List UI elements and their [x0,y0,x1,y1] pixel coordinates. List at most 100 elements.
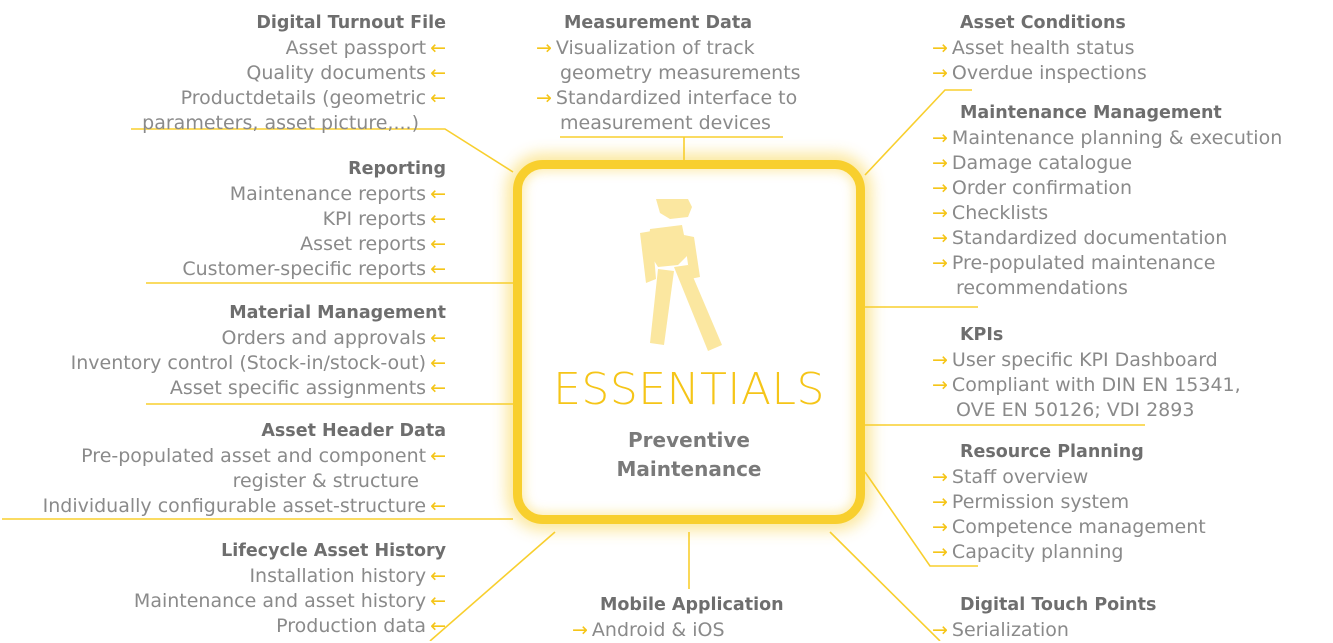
item-user-specific-kpi-dashboard: →User specific KPI Dashboard [932,349,1218,371]
arrow-right-icon: → [536,37,552,59]
heading-resource-planning: Resource Planning [960,442,1144,462]
item-customer-specific-reports: Customer-specific reports← [182,258,446,280]
connector-resource-planning [864,471,978,567]
arrow-left-icon: ← [430,327,446,349]
item-compliant-with-din-continued: OVE EN 50126; VDI 2893 [956,399,1195,421]
item-productdetails-continued: parameters, asset picture,...) [142,112,419,134]
heading-maintenance-management: Maintenance Management [960,103,1222,123]
arrow-left-icon: ← [430,495,446,517]
item-standardized-interface-continued: measurement devices [560,112,771,134]
group-asset-header-data: Asset Header Data Pre-populated asset an… [43,418,446,519]
item-pre-populated-asset: Pre-populated asset and component← [81,445,446,467]
item-maintenance-and-asset-history: Maintenance and asset history← [133,590,446,612]
arrow-right-icon: → [536,87,552,109]
arrow-right-icon: → [572,619,588,641]
item-standardized-documentation: →Standardized documentation [932,227,1228,249]
item-order-confirmation: →Order confirmation [932,177,1133,199]
item-orders-and-approvals: Orders and approvals← [221,327,447,349]
item-permission-system: →Permission system [932,491,1130,513]
arrow-right-icon: → [932,37,948,59]
center-subtitle-line2: Maintenance [616,457,762,481]
arrow-right-icon: → [932,349,948,371]
arrow-left-icon: ← [430,565,446,587]
item-competence-management: →Competence management [932,516,1206,538]
arrow-right-icon: → [932,202,948,224]
arrow-right-icon: → [932,374,948,396]
heading-mobile-application: Mobile Application [600,595,784,615]
item-staff-overview: →Staff overview [932,466,1089,488]
arrow-right-icon: → [932,152,948,174]
connector-asset-conditions [864,89,972,176]
arrow-left-icon: ← [430,62,446,84]
arrow-left-icon: ← [430,590,446,612]
arrow-left-icon: ← [430,87,446,109]
arrow-right-icon: → [932,177,948,199]
item-visualization-continued: geometry measurements [560,62,801,84]
arrow-left-icon: ← [430,183,446,205]
arrow-right-icon: → [932,516,948,538]
heading-digital-touch-points: Digital Touch Points [960,595,1157,615]
heading-asset-conditions: Asset Conditions [960,13,1126,33]
item-pre-populated-maintenance-continued: recommendations [956,277,1128,299]
item-individually-configurable: Individually configurable asset-structur… [42,495,446,517]
item-serialization: →Serialization [932,619,1069,641]
heading-material-management: Material Management [229,303,446,323]
group-reporting: Reporting Maintenance reports← KPI repor… [182,156,446,282]
center-subtitle-line1: Preventive [628,428,750,452]
arrow-left-icon: ← [430,208,446,230]
heading-kpis: KPIs [960,325,1004,345]
item-pre-populated-asset-continued: register & structure [232,470,419,492]
walking-person-icon [640,199,722,351]
arrow-right-icon: → [932,491,948,513]
item-overdue-inspections: →Overdue inspections [932,62,1147,84]
arrow-left-icon: ← [430,377,446,399]
item-kpi-reports: KPI reports← [322,208,446,230]
item-checklists: →Checklists [932,202,1049,224]
arrow-left-icon: ← [430,445,446,467]
arrow-right-icon: → [932,466,948,488]
item-production-data: Production data← [276,615,446,637]
arrow-left-icon: ← [430,233,446,255]
arrow-left-icon: ← [430,615,446,637]
group-digital-touch-points: Digital Touch Points →Serialization [932,592,1156,643]
heading-lifecycle-asset-history: Lifecycle Asset History [221,541,446,561]
heading-reporting: Reporting [348,159,446,179]
arrow-left-icon: ← [430,352,446,374]
arrow-left-icon: ← [430,37,446,59]
item-asset-specific-assignments: Asset specific assignments← [169,377,446,399]
item-asset-passport: Asset passport← [285,37,446,59]
connector-lifecycle-asset-history [429,531,556,641]
group-mobile-application: Mobile Application →Android & iOS [572,592,784,643]
arrow-right-icon: → [932,62,948,84]
arrow-right-icon: → [932,252,948,274]
arrow-right-icon: → [932,619,948,641]
arrow-right-icon: → [932,541,948,563]
center-title: ESSENTIALS [553,364,825,415]
arrow-right-icon: → [932,227,948,249]
group-digital-turnout-file: Digital Turnout File Asset passport← Qua… [142,10,446,136]
item-compliant-with-din: →Compliant with DIN EN 15341, [932,374,1241,396]
item-standardized-interface: →Standardized interface to [536,87,798,109]
essentials-center-box: ESSENTIALS Preventive Maintenance [513,160,865,524]
item-installation-history: Installation history← [249,565,446,587]
item-damage-catalogue: →Damage catalogue [932,152,1133,174]
group-material-management: Material Management Orders and approvals… [71,300,446,401]
connector-digital-turnout-file [131,128,514,173]
item-capacity-planning: →Capacity planning [932,541,1124,563]
item-pre-populated-maintenance: →Pre-populated maintenance [932,252,1216,274]
arrow-left-icon: ← [430,258,446,280]
group-maintenance-management: Maintenance Management →Maintenance plan… [932,100,1282,301]
heading-digital-turnout-file: Digital Turnout File [256,13,446,33]
item-visualization: →Visualization of track [536,37,755,59]
item-maintenance-reports: Maintenance reports← [229,183,446,205]
connector-digital-touch-points [829,531,941,641]
group-measurement-data: Measurement Data →Visualization of track… [536,10,801,136]
group-asset-conditions: Asset Conditions →Asset health status →O… [932,10,1147,86]
arrow-right-icon: → [932,127,948,149]
item-inventory-control: Inventory control (Stock-in/stock-out)← [70,352,446,374]
group-kpis: KPIs →User specific KPI Dashboard →Compl… [932,322,1241,423]
item-maintenance-planning: →Maintenance planning & execution [932,127,1283,149]
group-resource-planning: Resource Planning →Staff overview →Permi… [932,439,1206,565]
item-asset-health-status: →Asset health status [932,37,1135,59]
